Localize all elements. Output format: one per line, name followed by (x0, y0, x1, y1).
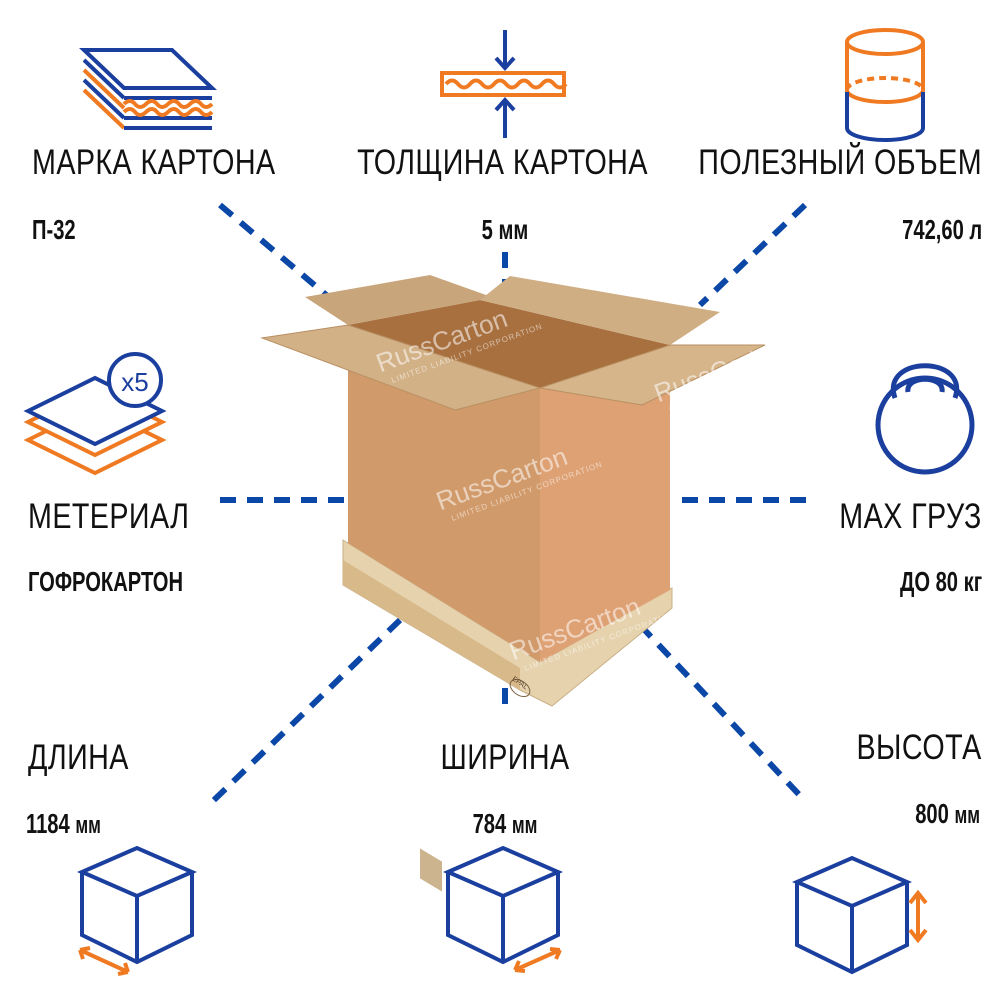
max-load-label: MAX ГРУЗ (839, 497, 982, 536)
height-number: 800 (915, 798, 949, 829)
max-load-value: ДО 80 кг (899, 566, 982, 597)
height-unit: мм (954, 802, 980, 829)
material-label: МЕТЕРИАЛ (28, 497, 190, 536)
width-unit: мм (511, 812, 538, 839)
sheets-stack-icon (23, 352, 167, 476)
box-front-face (348, 325, 540, 662)
length-value: 1184 мм (26, 808, 101, 840)
box-flap-right (539, 344, 766, 406)
cube-height-icon (791, 855, 928, 975)
grade-value: П-32 (32, 214, 76, 245)
thickness-icon (440, 30, 568, 138)
grade-label: МАРКА КАРТОНА (32, 143, 276, 182)
width-label: ШИРИНА (440, 738, 570, 777)
connector-grade (218, 202, 340, 308)
cylinder-volume-icon (845, 28, 925, 142)
carton-box-image (260, 275, 766, 892)
volume-label: ПОЛЕЗНЫЙ ОБЪЕМ (698, 143, 982, 182)
box-flap-front (260, 324, 542, 411)
material-value: ГОФРОКАРТОН (28, 566, 184, 597)
cube-length-icon (76, 845, 198, 976)
width-number: 784 (472, 808, 507, 839)
height-value: 800 мм (915, 798, 980, 830)
thickness-value: 5 мм (481, 214, 529, 245)
box-side-face (540, 345, 670, 662)
length-number: 1184 (26, 808, 70, 839)
kettlebell-icon (875, 363, 975, 475)
cube-width-icon (442, 845, 564, 973)
box-flap-back-left (305, 275, 510, 325)
box-interior (348, 300, 670, 388)
connector-volume (697, 202, 808, 308)
box-flap-back-right (480, 276, 720, 345)
length-label: ДЛИНА (28, 738, 129, 777)
height-label: ВЫСОТА (856, 728, 982, 767)
connector-height (637, 622, 809, 805)
thickness-label: ТОЛЩИНА КАРТОНА (357, 143, 648, 182)
connector-length (209, 617, 403, 805)
volume-value: 742,60 л (901, 214, 982, 245)
length-unit: мм (75, 812, 101, 839)
material-badge: x5 (121, 367, 149, 397)
corrugated-layers-icon (78, 48, 218, 130)
width-value: 784 мм (429, 808, 580, 840)
